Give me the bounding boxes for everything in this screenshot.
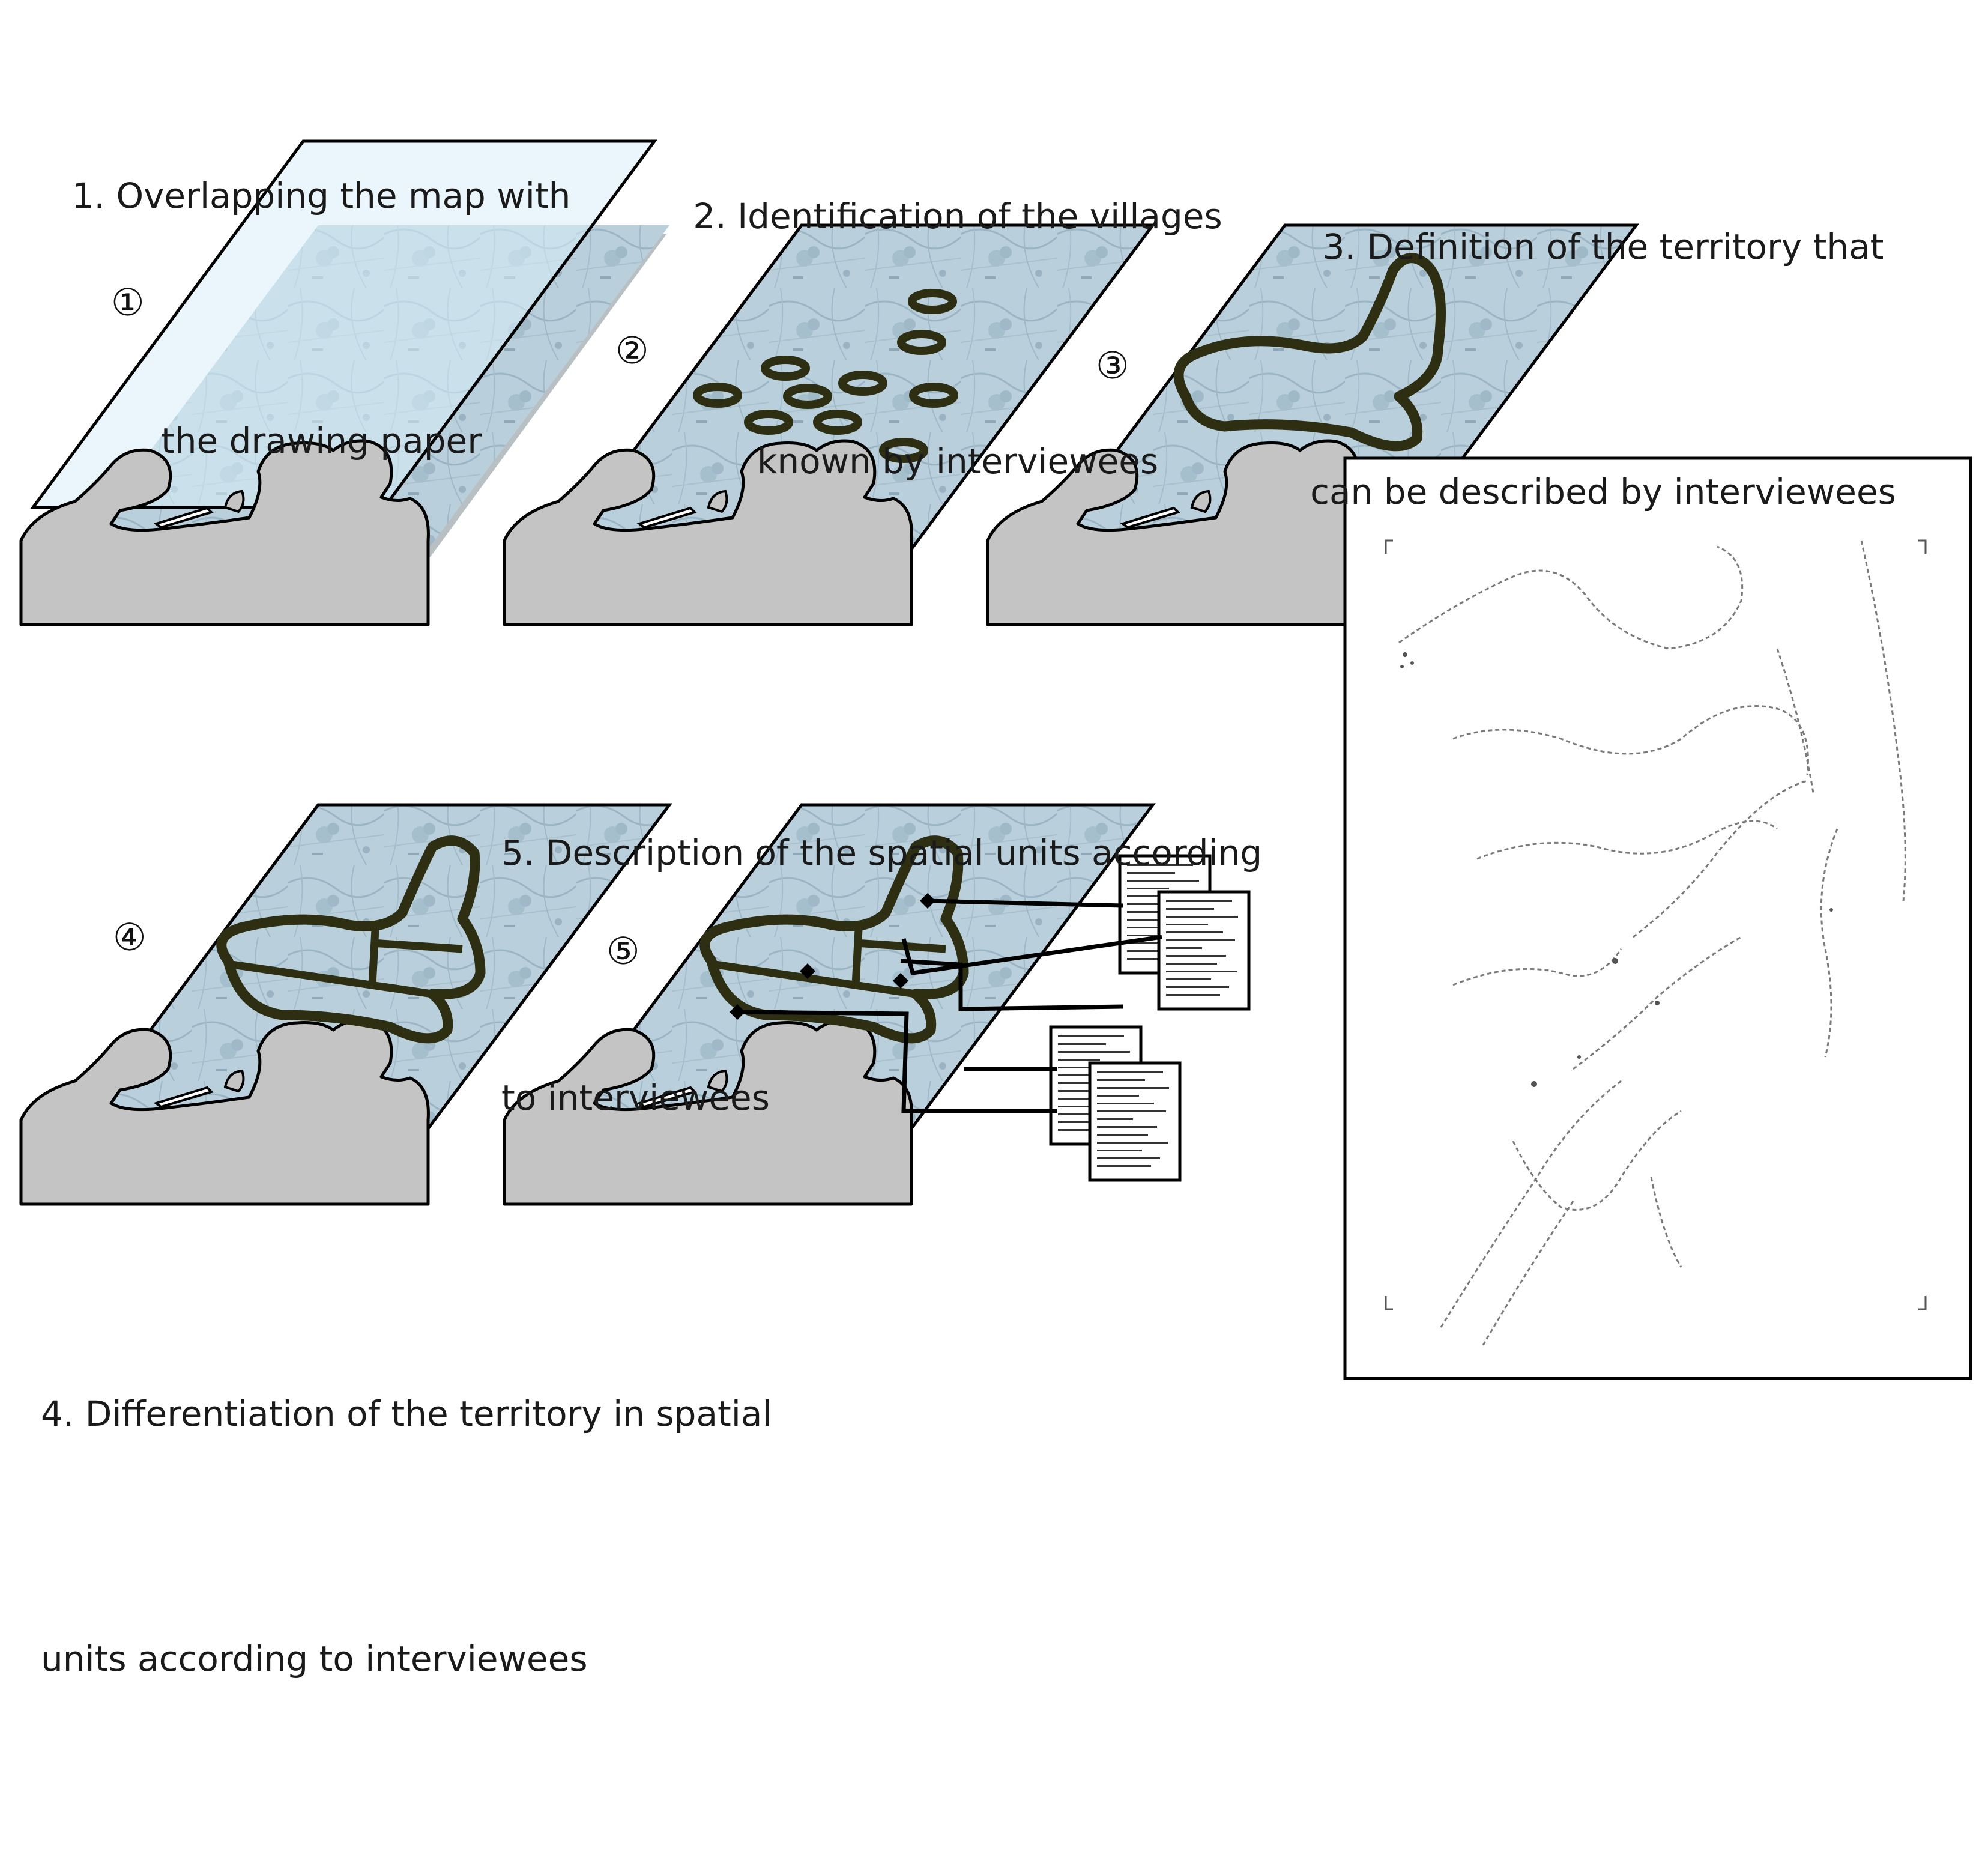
village-marker-4 (838, 371, 887, 396)
step-1-panel: ① (19, 139, 669, 626)
step-4-caption: 4. Differentiation of the territory in s… (41, 1210, 941, 1863)
step-5-territory-outline (699, 835, 969, 1044)
village-marker-8 (744, 410, 793, 435)
step-4-line-1: 4. Differentiation of the territory in s… (41, 1373, 941, 1455)
hand-icon-2 (707, 489, 728, 513)
step-4-title: Differentiation of the territory in spat… (85, 1393, 772, 1434)
step-2-caption: 2. Identification of the villages known … (651, 12, 1264, 665)
connector-lines (737, 898, 1162, 1113)
step-5-panel: ⑤ (503, 803, 1251, 1206)
step-3-caption: 3. Definition of the territory that can … (1267, 43, 1939, 696)
step-4-unit-borders (228, 929, 463, 998)
pencil-icon-5 (636, 1086, 697, 1109)
step-4-line-2: units according to interviewees (41, 1638, 588, 1679)
interviewees-silhouette-2 (503, 439, 913, 626)
link-diamond-4 (730, 1004, 745, 1020)
step-4-number: 4. (41, 1393, 74, 1434)
step-4-marker: ④ (113, 915, 147, 959)
village-marker-6 (693, 383, 742, 408)
interviewees-silhouette-4 (19, 1019, 430, 1206)
territory-outline (1173, 253, 1446, 452)
step-3-line-2: can be described by interviewees (1310, 471, 1896, 512)
village-marker-9 (813, 410, 862, 435)
step-2-title: Identification of the villages (737, 196, 1222, 237)
step-3-marker: ③ (1096, 344, 1129, 387)
step-4-territory-outline (216, 835, 486, 1044)
village-marker-10 (879, 438, 928, 463)
step-1-line-2: the drawing paper (160, 420, 482, 461)
diagram-art: ① ② ③ ④ ⑤ (19, 139, 1972, 1380)
link-diamond-1 (920, 893, 935, 909)
step-5-caption: 5. Description of the spatial units acco… (501, 649, 1342, 1302)
methodology-diagram: ① ② ③ ④ ⑤ (19, 0, 1972, 1679)
step-1-caption: 1. Overlapping the map with the drawing … (24, 0, 618, 645)
hand-icon-5 (707, 1069, 728, 1093)
interviewees-silhouette-1 (19, 439, 430, 626)
link-diamond-2 (800, 963, 815, 979)
step-5-title: Description of the spatial units accordi… (545, 832, 1263, 873)
description-links (730, 893, 1162, 1113)
step-1-title: Overlapping the map with (116, 175, 571, 216)
pencil-icon-1 (153, 506, 214, 529)
scanned-drawing-sheet (1343, 456, 1972, 1380)
step-5-line-2: to interviewees (501, 1077, 770, 1118)
description-sheet-4 (1088, 1061, 1182, 1182)
drawing-paper (30, 139, 657, 509)
step-1-marker: ① (111, 280, 145, 324)
pencil-icon-2 (636, 506, 697, 529)
step-2-marker: ② (615, 329, 649, 372)
interviewees-silhouette-5 (503, 1019, 913, 1206)
village-marker-1 (908, 289, 957, 314)
village-marker-2 (897, 330, 946, 355)
step-5-line-1: 5. Description of the spatial units acco… (501, 812, 1342, 894)
step-1-number: 1. (71, 175, 105, 216)
description-sheet-2 (1157, 890, 1251, 1011)
village-marker-3 (761, 356, 810, 381)
link-diamond-3 (893, 973, 908, 989)
step-2-panel: ② (503, 223, 1156, 626)
step-5-marker: ⑤ (606, 929, 640, 973)
hand-icon-1 (223, 489, 245, 513)
village-marker-7 (783, 384, 832, 409)
step-5-number: 5. (501, 832, 535, 873)
hand-icon-3 (1190, 489, 1212, 513)
pencil-icon-3 (1120, 506, 1180, 529)
step-2-line-2: known by interviewees (757, 441, 1159, 482)
step-3-line-1: 3. Definition of the territory that (1267, 206, 1939, 288)
step-2-line-1: 2. Identification of the villages (651, 175, 1264, 257)
step-3-title: Definition of the territory that (1367, 226, 1884, 267)
step-3-panel: ③ (986, 223, 1639, 626)
step-5-unit-borders (711, 929, 946, 998)
hand-icon-4 (223, 1069, 245, 1093)
pencil-icon-4 (153, 1086, 214, 1109)
step-1-line-1: 1. Overlapping the map with (24, 155, 618, 237)
step-2-number: 2. (693, 196, 727, 237)
village-marker-5 (909, 383, 958, 408)
step-3-number: 3. (1322, 226, 1356, 267)
step-4-panel: ④ (19, 803, 672, 1206)
